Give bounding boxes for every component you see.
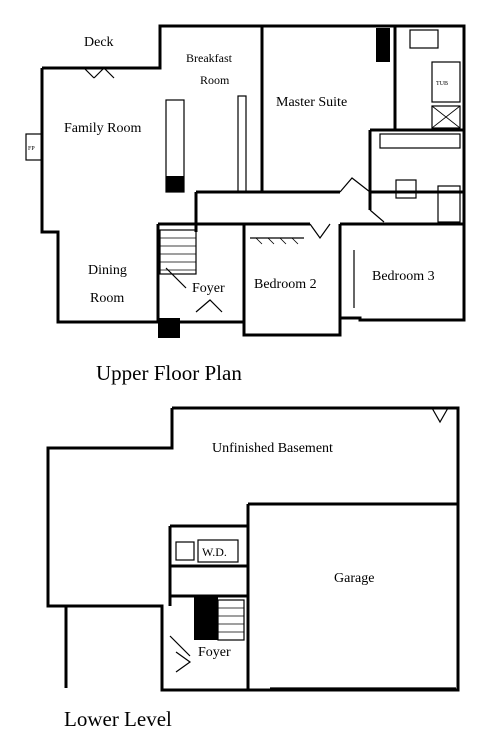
tub-label: TUB (436, 81, 448, 87)
room-label-garage: Garage (334, 571, 374, 586)
lower-exterior-wall (46, 406, 460, 692)
lower-foyer-door (175, 651, 192, 673)
lower-stairs (169, 596, 245, 657)
refrigerator (376, 28, 390, 62)
room-label-dining-2: Room (90, 291, 124, 306)
room-label-bedroom-2: Bedroom 2 (254, 277, 317, 292)
dining-hutch (158, 318, 180, 338)
room-label-master-suite: Master Suite (276, 95, 347, 110)
lower-level-plan: W.D. Unfinished Basement Garage Foyer Lo… (46, 406, 460, 731)
room-label-breakfast-2: Room (200, 73, 230, 87)
lower-level-caption: Lower Level (64, 707, 172, 731)
basement-door (431, 407, 449, 424)
kitchen-counter (165, 95, 247, 193)
lower-interior-walls (168, 524, 248, 606)
room-label-lower-foyer: Foyer (198, 645, 231, 660)
room-label-bedroom-3: Bedroom 3 (372, 269, 435, 284)
upper-door-swings (195, 177, 385, 313)
upper-interior-walls (156, 26, 464, 335)
room-label-breakfast-1: Breakfast (186, 51, 233, 65)
fireplace-label: FP (28, 146, 35, 152)
room-label-deck: Deck (84, 35, 114, 50)
room-label-family-room: Family Room (64, 121, 142, 136)
room-label-dining-1: Dining (88, 263, 127, 278)
upper-floor-plan: FP TUB (25, 24, 466, 385)
deck-door (83, 67, 115, 79)
room-label-unfinished-basement: Unfinished Basement (212, 441, 333, 456)
master-bath-fixtures: TUB (379, 29, 461, 149)
bedroom-2-closet (250, 237, 304, 245)
upper-stairs (159, 229, 197, 289)
fireplace-icon: FP (25, 133, 43, 161)
room-label-upper-foyer: Foyer (192, 281, 225, 296)
hall-bath-fixtures (395, 179, 461, 223)
washer-dryer: W.D. (175, 539, 239, 563)
garage-walls (246, 502, 458, 690)
upper-floor-caption: Upper Floor Plan (96, 361, 242, 385)
washer-dryer-label: W.D. (202, 545, 227, 559)
